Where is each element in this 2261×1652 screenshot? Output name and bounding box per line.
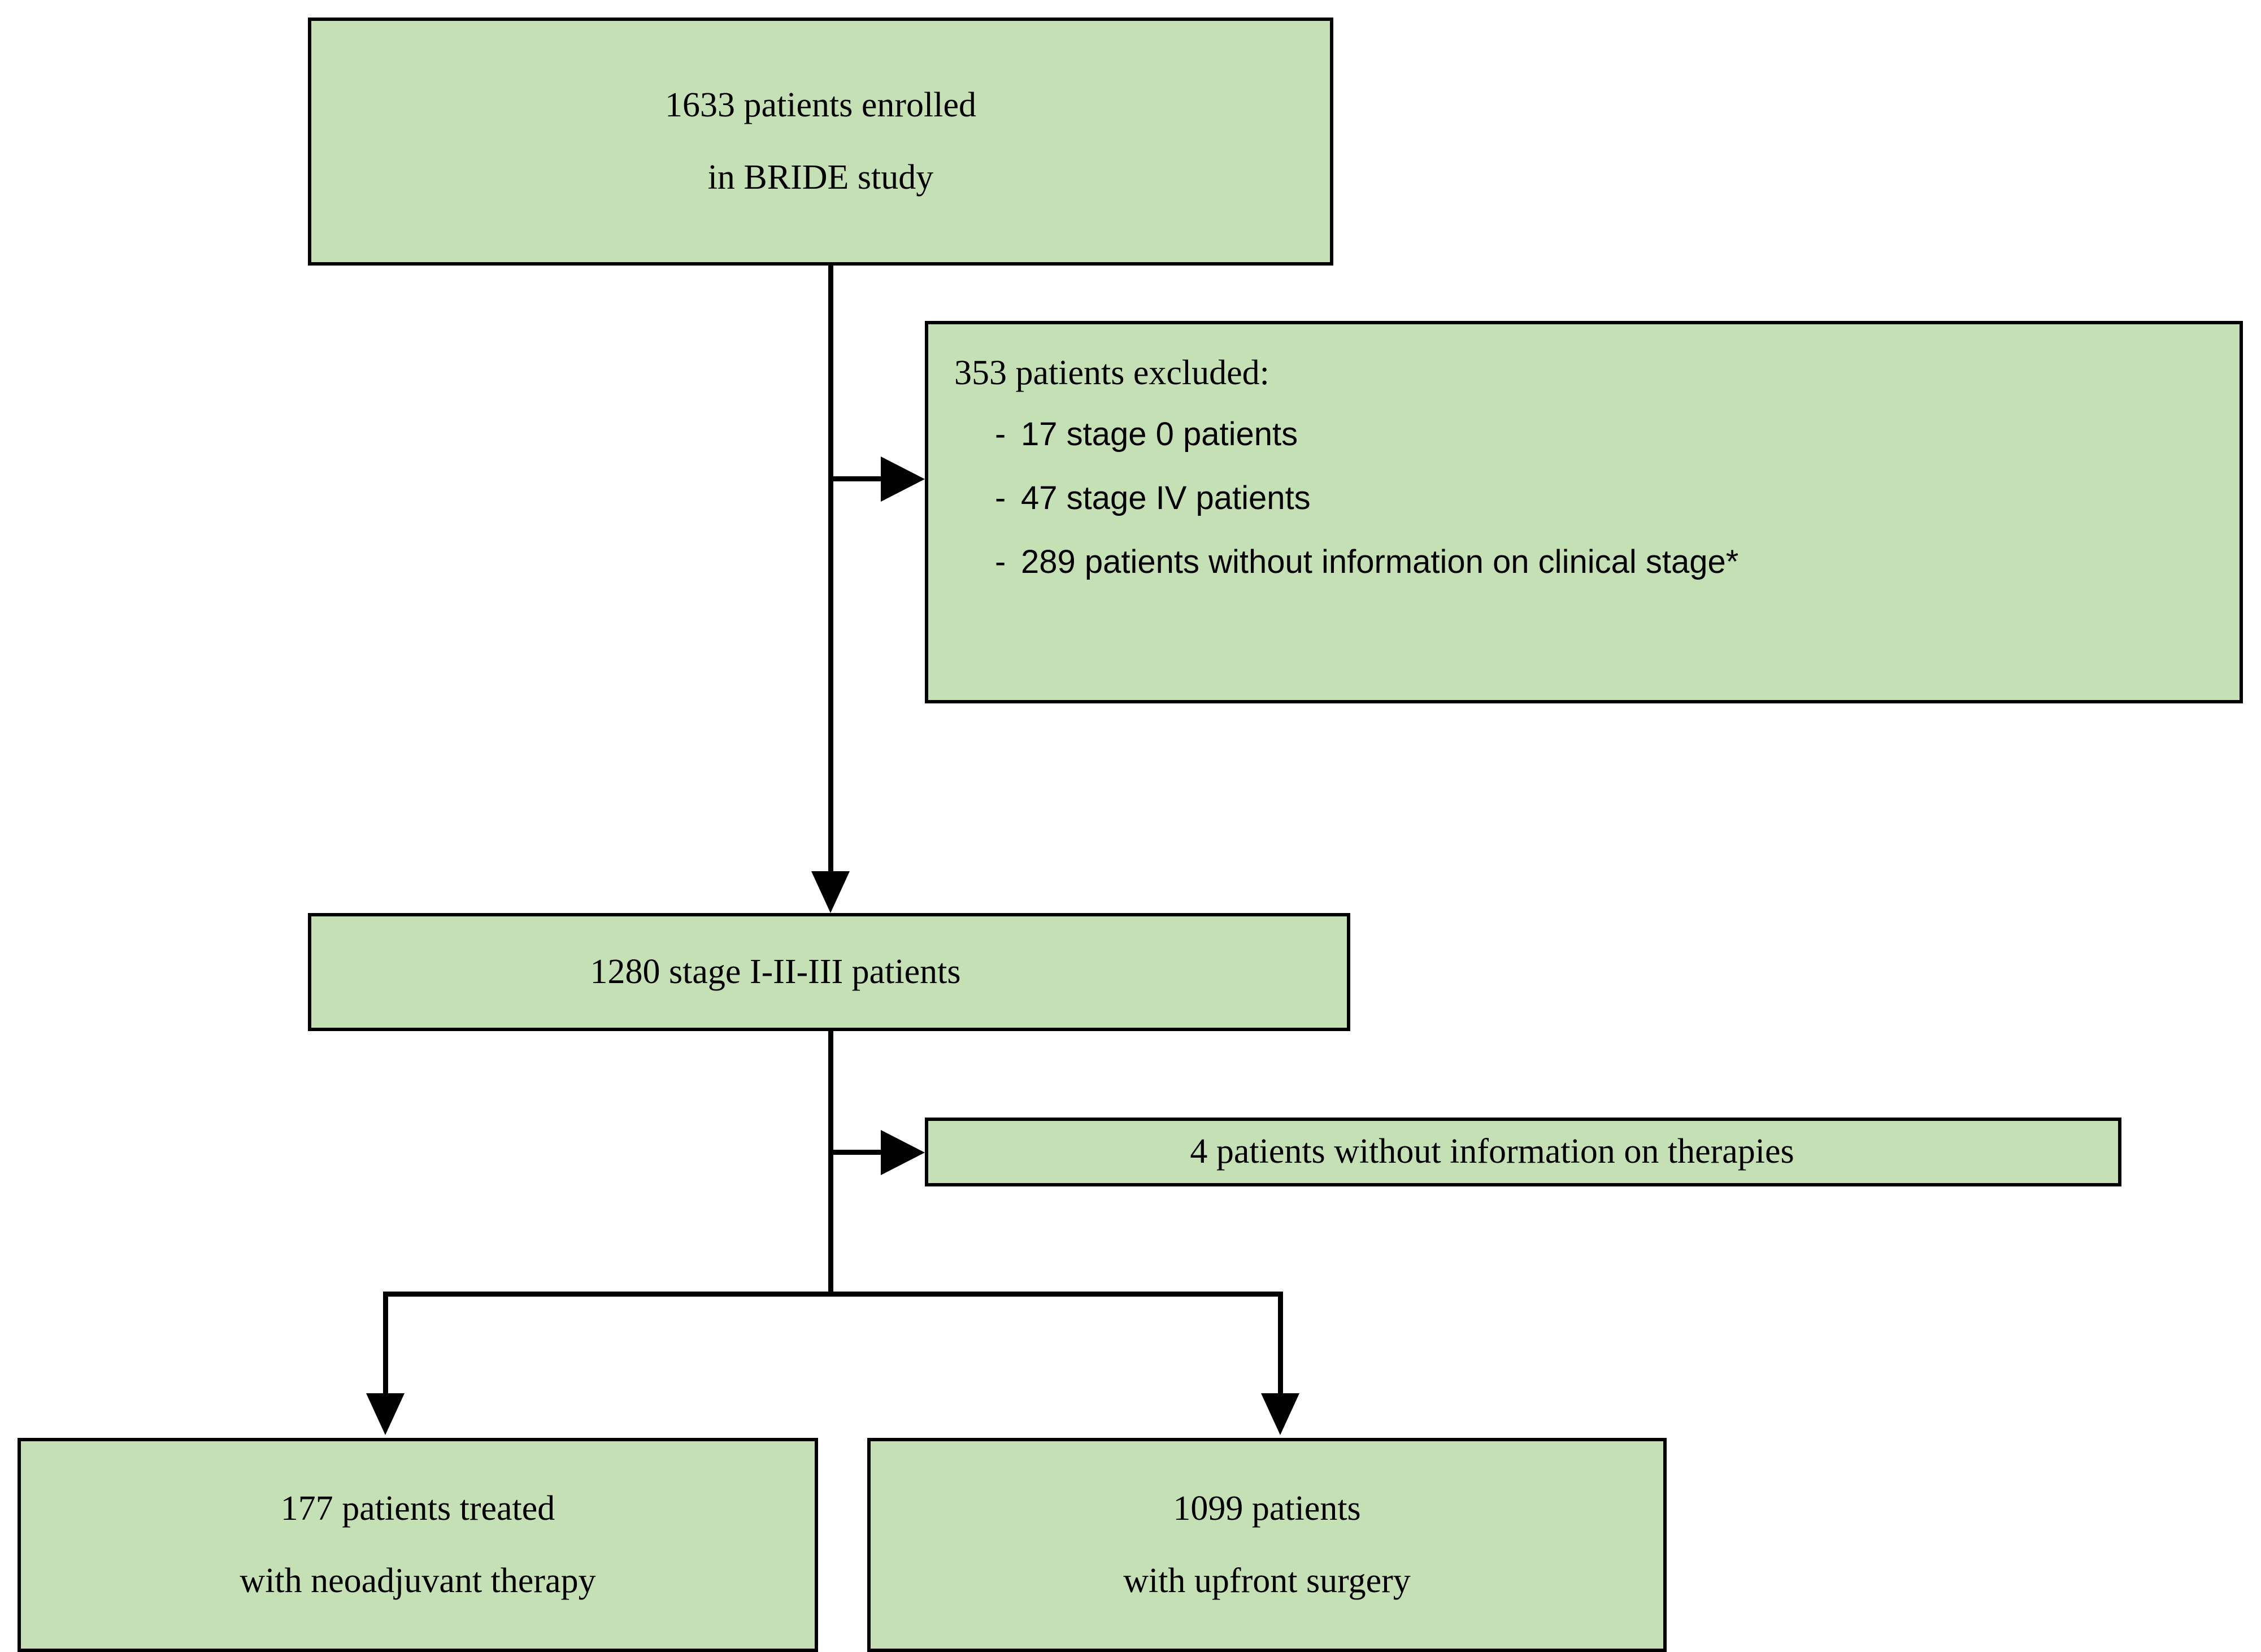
node-upfront-line-2: with upfront surgery [1123, 1561, 1411, 1600]
node-neoadjuvant-therapy: 177 patients treated with neoadjuvant th… [18, 1438, 818, 1652]
node-enrolled-line-1: 1633 patients enrolled [665, 86, 976, 125]
node-no-therapy-info: 4 patients without information on therap… [925, 1118, 2121, 1186]
edge-split-to-neoadjuvant [383, 1292, 388, 1397]
node-stage-line-1: 1280 stage I-II-III patients [590, 952, 961, 991]
arrow-down-icon [366, 1393, 405, 1435]
arrow-right-icon [881, 457, 925, 502]
node-enrolled-line-2: in BRIDE study [707, 158, 934, 197]
bullet-text: 17 stage 0 patients [1021, 416, 1298, 453]
bullet-marker-icon: - [995, 543, 1006, 580]
node-enrolled: 1633 patients enrolled in BRIDE study [308, 18, 1333, 266]
node-excluded-bullet-list: - 17 stage 0 patients - 47 stage IV pati… [954, 416, 2240, 580]
arrow-right-icon [881, 1130, 925, 1175]
node-upfront-surgery: 1099 patients with upfront surgery [867, 1438, 1667, 1652]
bullet-text: 289 patients without information on clin… [1021, 543, 1739, 580]
node-stage-i-ii-iii: 1280 stage I-II-III patients [308, 913, 1350, 1031]
bullet-marker-icon: - [995, 479, 1006, 516]
edge-enrolled-to-excluded [828, 476, 887, 481]
node-neoadjuvant-line-2: with neoadjuvant therapy [240, 1561, 596, 1600]
node-excluded: 353 patients excluded: - 17 stage 0 pati… [925, 321, 2243, 703]
bullet-text: 47 stage IV patients [1021, 479, 1311, 516]
arrow-down-icon [811, 871, 850, 913]
edge-stage-to-split [828, 1031, 833, 1294]
edge-split-to-upfront-surgery [1278, 1292, 1283, 1397]
list-item: - 17 stage 0 patients [954, 416, 2240, 453]
arrow-down-icon [1261, 1393, 1299, 1435]
edge-stage-to-no-therapy-info [828, 1150, 887, 1155]
node-upfront-line-1: 1099 patients [1173, 1489, 1361, 1528]
node-no-therapy-info-line-1: 4 patients without information on therap… [1190, 1132, 1794, 1171]
list-item: - 47 stage IV patients [954, 481, 2240, 516]
bullet-marker-icon: - [995, 416, 1006, 453]
edge-split-bar [383, 1292, 1283, 1297]
node-neoadjuvant-line-1: 177 patients treated [280, 1489, 555, 1528]
node-excluded-heading: 353 patients excluded: [954, 354, 1269, 392]
list-item: - 289 patients without information on cl… [954, 545, 2240, 580]
edge-enrolled-to-stage [828, 266, 833, 875]
